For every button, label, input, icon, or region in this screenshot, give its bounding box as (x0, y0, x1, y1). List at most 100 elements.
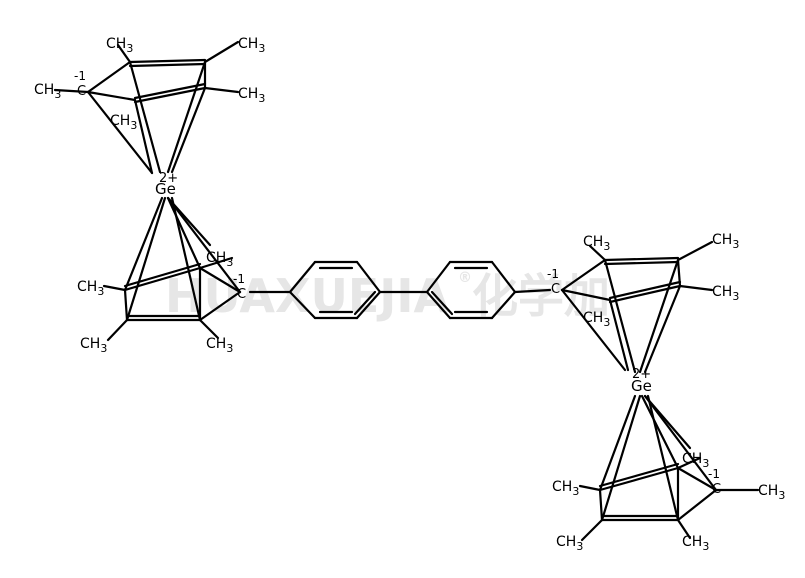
bond-line (643, 394, 692, 450)
bond-line (203, 40, 240, 64)
bond-line (125, 196, 167, 322)
bond-line (353, 290, 377, 316)
bond-line (198, 256, 234, 270)
carbanion-letter: C (712, 482, 721, 497)
bond-line (560, 258, 607, 292)
bond-line (198, 266, 242, 294)
bond-line (288, 260, 317, 294)
bond-line (600, 394, 642, 522)
bond-line (123, 196, 164, 292)
methyl-label: CH3 (682, 451, 709, 470)
methyl-label: CH3 (712, 232, 739, 251)
ge-charge-bottom: 2+ (632, 367, 651, 382)
bond-line (425, 290, 452, 320)
bond-line (490, 290, 517, 320)
methyl-label: CH3 (556, 534, 583, 553)
bond-line (598, 394, 637, 492)
bond-line (86, 90, 154, 175)
bond-line (166, 196, 212, 247)
bond-line (603, 258, 637, 374)
bond-line (608, 298, 630, 372)
bond-line (128, 60, 162, 174)
ge-charge-top: 2+ (159, 171, 178, 186)
bond-line (430, 290, 454, 316)
bond-line (580, 518, 604, 542)
methyl-label: CH3 (110, 113, 137, 132)
bond-line (288, 290, 317, 320)
watermark-text: HUAXUEJIA (165, 269, 450, 323)
bond-line (86, 90, 137, 102)
bond-line (603, 260, 680, 266)
carbanion-4: -1 C (708, 467, 721, 497)
bond-line (560, 288, 627, 372)
carbanion-charge: -1 (233, 272, 245, 286)
bond-line (166, 60, 207, 174)
carbanion-charge: -1 (708, 467, 720, 481)
bond-line (133, 86, 207, 104)
bond-line (578, 484, 602, 492)
methyl-label: CH3 (712, 284, 739, 303)
methyl-label: CH3 (34, 82, 61, 101)
carbanion-letter: C (77, 84, 86, 99)
ge-label-bottom: Ge (631, 377, 652, 395)
methyl-label: CH3 (206, 250, 233, 269)
bond-line (588, 244, 607, 262)
bond-line (676, 456, 702, 470)
bond-line (102, 284, 127, 292)
methyl-label: CH3 (238, 86, 265, 105)
germanium-top: 2+ Ge (155, 171, 178, 198)
methyl-label: CH3 (106, 36, 133, 55)
bond-line (116, 43, 132, 64)
bond-line (355, 290, 382, 320)
bond-line (203, 86, 240, 94)
bond-line (106, 318, 129, 342)
bond-line (198, 318, 220, 340)
methyl-label: CH3 (206, 336, 233, 355)
bond-line (643, 394, 718, 492)
watermark: HUAXUEJIA ® 化学加 (165, 269, 610, 323)
carbanion-letter: C (551, 282, 560, 297)
bond-line (198, 290, 242, 322)
bond-line (676, 488, 718, 522)
bond-line (133, 82, 207, 100)
methyl-label: CH3 (238, 36, 265, 55)
carbanion-charge: -1 (74, 69, 86, 83)
methyl-label: CH3 (80, 336, 107, 355)
bond-line (355, 260, 382, 294)
bond-line (170, 86, 207, 174)
bond-line (640, 394, 680, 470)
germanium-bottom: 2+ Ge (631, 367, 652, 395)
bond-line (603, 256, 680, 262)
methyl-label: CH3 (758, 483, 785, 502)
methyl-label: CH3 (552, 479, 579, 498)
ge-label-top: Ge (155, 180, 176, 198)
bond-layer (53, 40, 760, 542)
carbanion-1: -1 C (74, 69, 86, 99)
bond-line (128, 62, 207, 68)
bond-line (166, 196, 242, 294)
bond-line (490, 260, 517, 294)
carbanion-2: -1 C (233, 272, 246, 302)
bond-line (638, 258, 680, 374)
methyl-label: CH3 (583, 234, 610, 253)
bond-line (678, 284, 714, 292)
bond-line (513, 288, 552, 294)
bond-line (425, 260, 452, 294)
bond-line (676, 518, 692, 540)
bond-line (86, 60, 132, 94)
methyl-label: CH3 (583, 310, 610, 329)
bond-line (166, 196, 202, 270)
watermark-registered: ® (458, 270, 472, 286)
methyl-label: CH3 (77, 279, 104, 298)
carbanion-3: -1 C (547, 267, 560, 297)
bond-line (608, 280, 682, 300)
carbanion-charge: -1 (547, 267, 559, 281)
bond-line (53, 88, 90, 94)
methyl-label: CH3 (682, 534, 709, 553)
bond-line (133, 98, 154, 175)
bond-line (643, 284, 682, 374)
bond-line (676, 466, 718, 492)
